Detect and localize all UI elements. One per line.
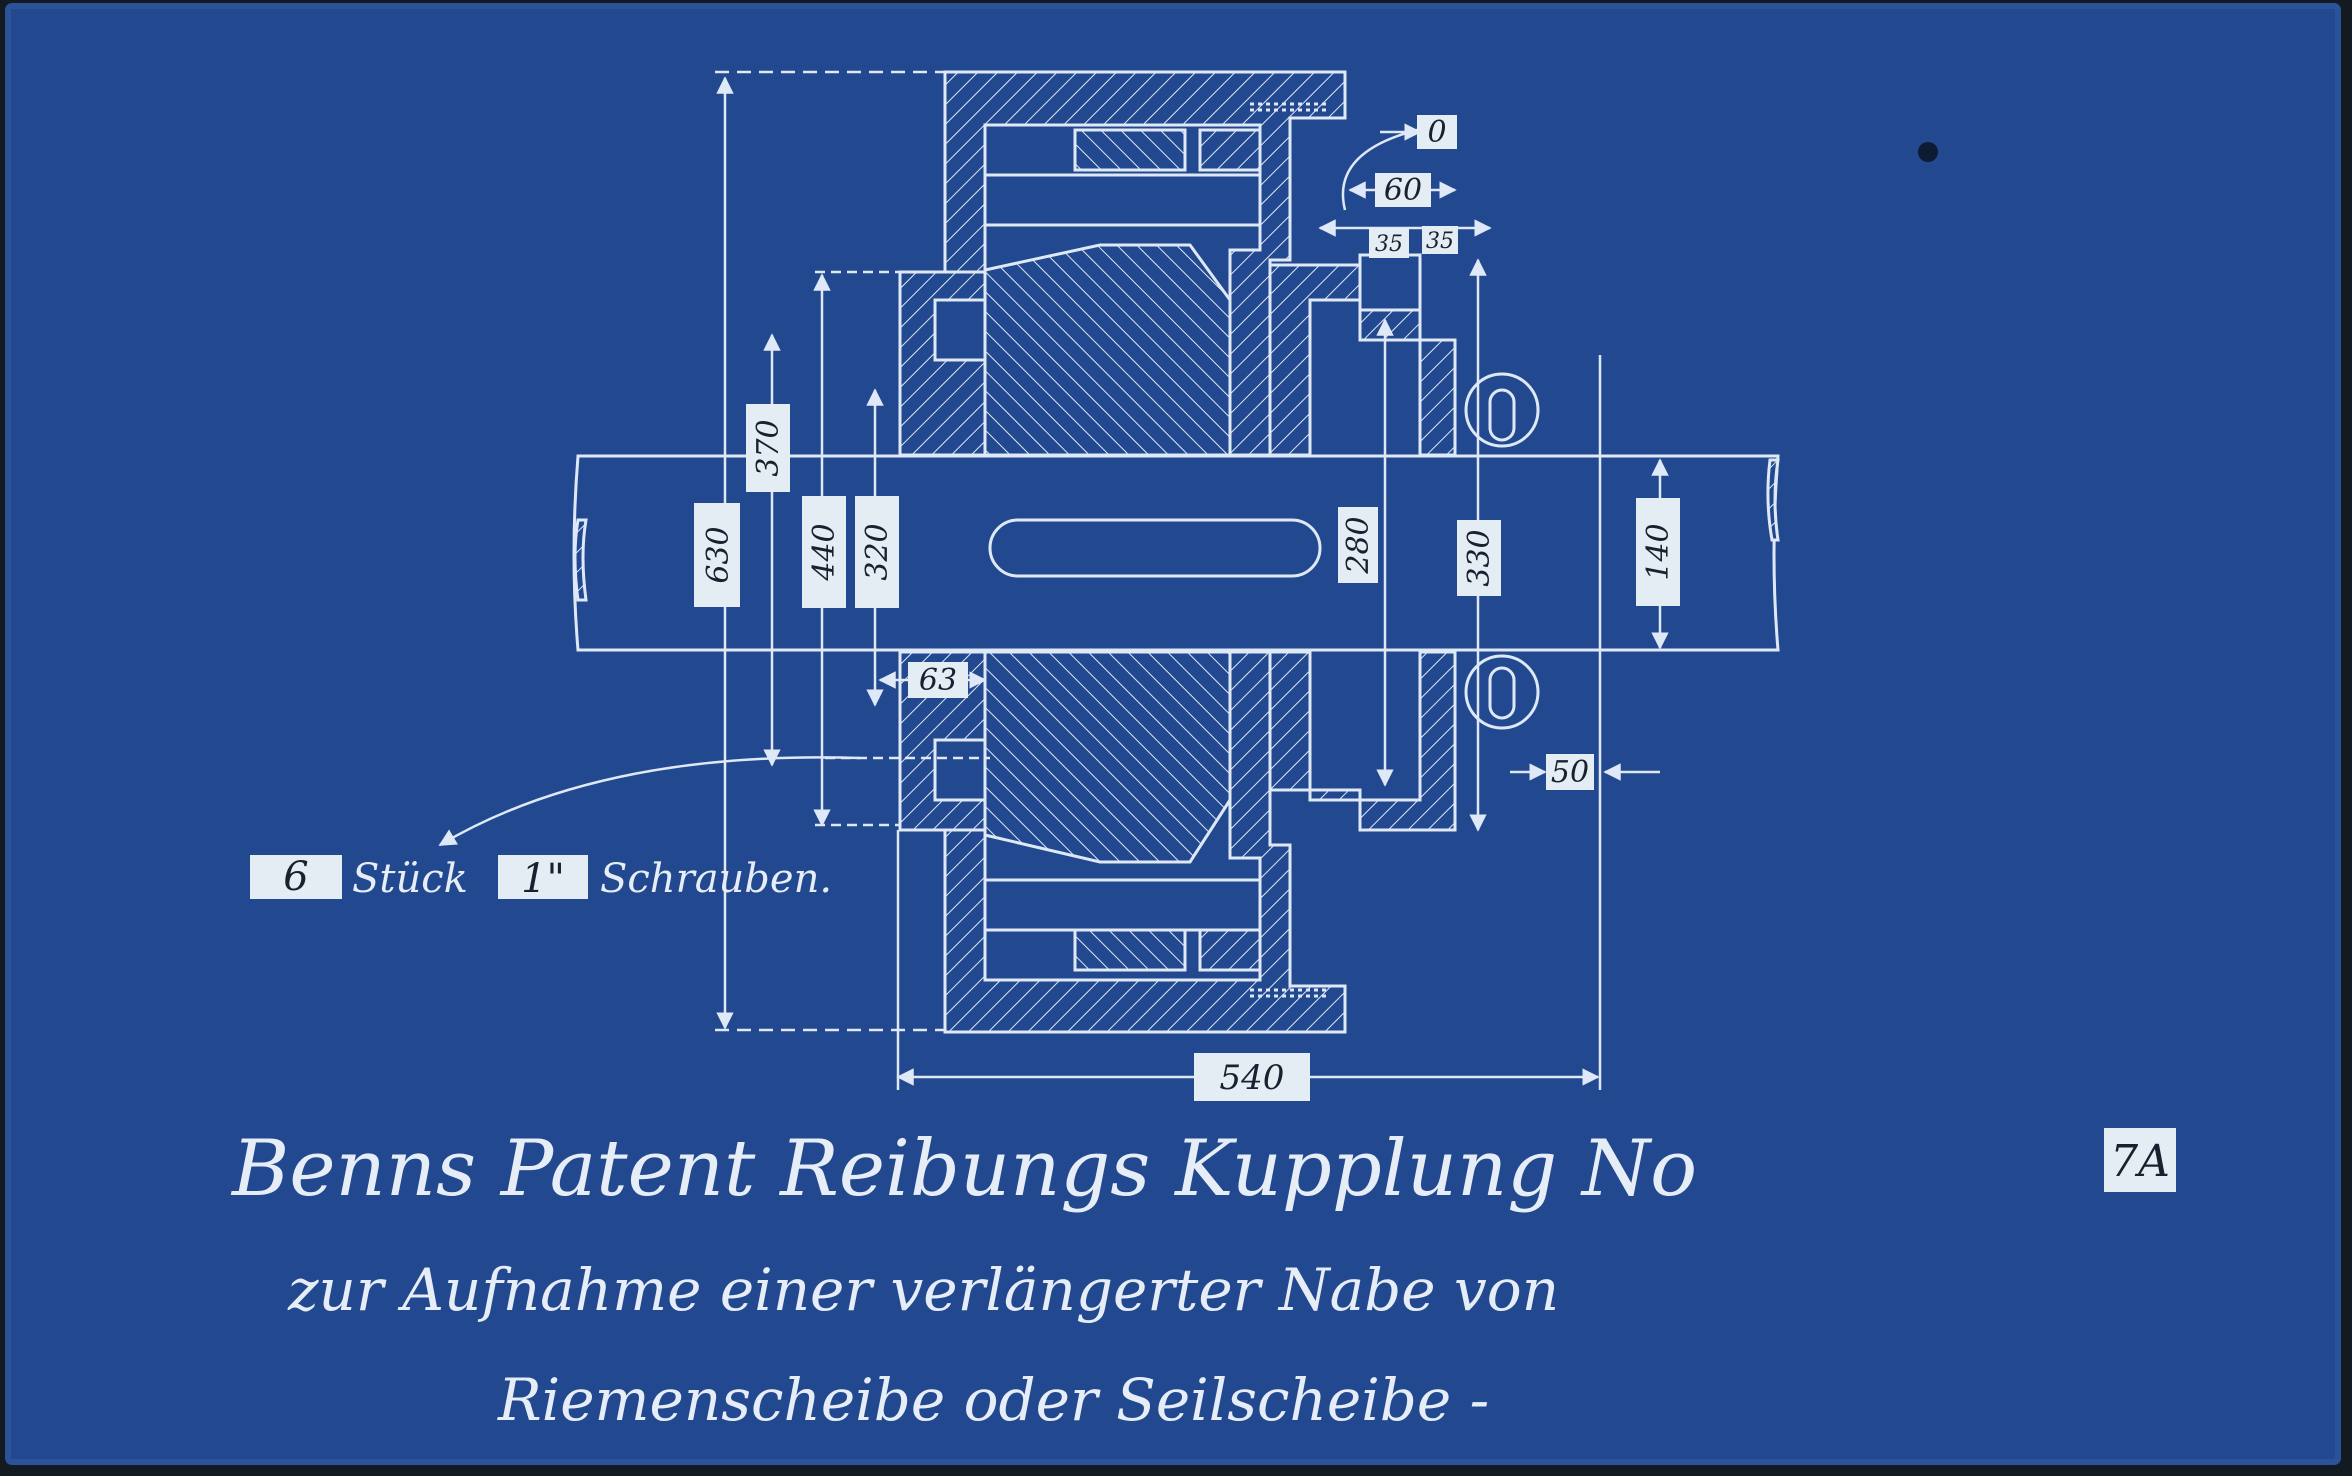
dim-370-text: 370: [751, 419, 786, 476]
right-hub-lower: [1268, 650, 1457, 832]
dim-440: 440: [802, 496, 846, 608]
dim-630-text: 630: [701, 526, 736, 583]
shaft-right-break: [1766, 458, 1780, 542]
dim-60-text: 60: [1384, 173, 1422, 208]
dim-630: 630: [694, 503, 740, 607]
dim-0-text: 0: [1427, 115, 1446, 150]
ring-right-upper: [1198, 128, 1262, 172]
right-hub-block: [1358, 253, 1422, 312]
ink-spot: [1918, 142, 1938, 162]
title-line1: Benns Patent Reibungs Kupplung No: [230, 1124, 1697, 1214]
dim-320-text: 320: [860, 523, 895, 580]
thread-lower: [1250, 988, 1330, 998]
coupling-lower-half: [898, 650, 1457, 1034]
friction-disc-lower: [983, 650, 1232, 864]
screw-leader: [438, 756, 861, 847]
dim-540: 540: [1194, 1053, 1310, 1101]
inner-ring-lower: [1073, 928, 1187, 972]
dim-440-text: 440: [807, 523, 842, 581]
title-number-box: [2104, 1128, 2176, 1192]
dim-280-text: 280: [1341, 516, 1376, 574]
bolt-slot-upper: [983, 173, 1262, 227]
rollers: [1464, 372, 1540, 730]
dim-330-text: 330: [1462, 529, 1497, 586]
callout-size: 1": [521, 856, 565, 902]
callout-unit: Stück: [352, 856, 468, 902]
bolt-head-upper: [933, 298, 987, 362]
callout-item: Schrauben.: [600, 856, 832, 902]
roller-upper-slot: [1488, 388, 1516, 442]
dim-35-b: 35: [1422, 226, 1458, 254]
bolt-slot-lower: [983, 878, 1262, 932]
dim-370: 370: [746, 404, 790, 492]
roller-lower-slot: [1488, 666, 1516, 720]
thread-upper: [1250, 102, 1330, 112]
dim-35a-text: 35: [1375, 232, 1403, 257]
dim-63-text: 63: [919, 663, 957, 698]
dim-540-text: 540: [1220, 1058, 1285, 1098]
dim-280: 280: [1338, 507, 1378, 583]
dim-35-a: 35: [1369, 228, 1409, 258]
dim-320: 320: [855, 496, 899, 608]
callout-count-box: [250, 855, 342, 899]
dim-63: 63: [908, 662, 968, 698]
title-number: 7A: [2110, 1136, 2170, 1187]
dim-35b-text: 35: [1426, 229, 1454, 254]
dimension-labels: 630 370 440 320 280 330 140 63: [694, 115, 1680, 1101]
dim-140: 140: [1636, 498, 1680, 606]
dim-330: 330: [1457, 520, 1501, 596]
keyway: [988, 518, 1322, 578]
dim-50-text: 50: [1551, 755, 1589, 790]
roller-upper: [1464, 372, 1540, 448]
friction-disc-upper: [983, 243, 1232, 457]
dim-140-text: 140: [1641, 523, 1676, 580]
inner-ring-upper: [1073, 128, 1187, 172]
ring-right-lower: [1198, 928, 1262, 972]
shaft-left-break: [573, 518, 588, 602]
paper-edge-shadow: [5, 3, 2341, 1465]
dim-60: 60: [1375, 173, 1431, 208]
dim-0: 0: [1417, 115, 1457, 150]
title-line2: zur Aufnahme einer verlängerter Nabe von: [287, 1256, 1559, 1324]
callout-size-box: [498, 855, 588, 899]
callout-count: 6: [283, 854, 308, 900]
coupling-upper-half: [898, 70, 1457, 457]
title-line3: Riemenscheibe oder Seilscheibe -: [497, 1366, 1489, 1434]
bolt-head-lower: [933, 738, 987, 802]
roller-lower: [1464, 654, 1540, 730]
dim-50: 50: [1546, 754, 1594, 790]
title-block: Benns Patent Reibungs Kupplung No 7A zur…: [230, 1124, 2176, 1434]
screw-callout: 6 Stück 1" Schrauben.: [250, 854, 832, 902]
